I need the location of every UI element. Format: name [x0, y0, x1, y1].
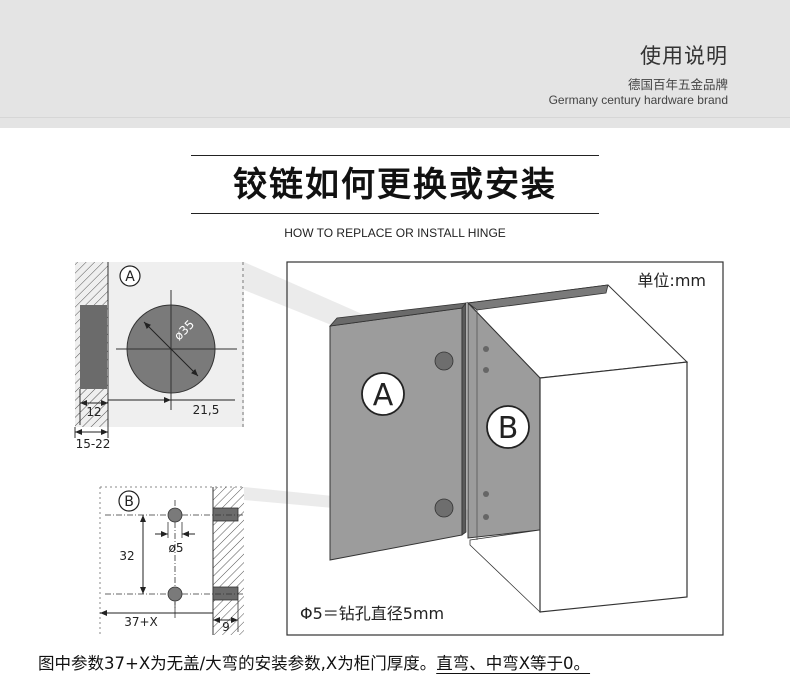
cabinet-top-edge: [466, 284, 609, 311]
mount-hole-4: [483, 514, 489, 520]
page-title: 铰链如何更换或安装: [233, 165, 557, 205]
door-panel: [329, 307, 463, 561]
detail-a-hinge-cup: [80, 305, 107, 389]
detail-b-panel: B 32 ø5 37+X 9: [99, 486, 244, 635]
dim-15-22-label: 15-22: [76, 437, 111, 451]
dim-32-label: 32: [119, 549, 134, 563]
header-brand-en: Germany century hardware brand: [548, 93, 728, 107]
dim-37x-label: 37+X: [124, 615, 158, 629]
hole-upper-circle: [167, 507, 183, 523]
unit-label: 单位:mm: [637, 271, 706, 290]
detail-a-marker: A: [125, 269, 135, 285]
detail-a-panel: ø35 A 21,5 12 15-22: [74, 262, 244, 451]
header-title: 使用说明: [640, 44, 728, 68]
title-top-rule: [191, 155, 599, 156]
cabinet-front: [539, 361, 688, 613]
dim-12-label: 12: [86, 405, 101, 419]
bottom-caption: 图中参数37+X为无盖/大弯的安装参数,X为柜门厚度。直弯、中弯X等于0。: [38, 650, 590, 674]
side-label: B: [498, 411, 519, 446]
door-label-circle: [361, 372, 405, 416]
cabinet-inner-bottom: [469, 529, 541, 613]
header-banner: 使用说明 德国百年五金品牌 Germany century hardware b…: [0, 0, 790, 128]
side-label-circle: [486, 405, 530, 449]
drill-note: Φ5＝钻孔直径5mm: [300, 604, 444, 623]
dim-21-5-label: 21,5: [193, 403, 220, 417]
mount-hole-1: [483, 346, 489, 352]
detail-b-marker: B: [124, 494, 134, 510]
door-cup-hole-upper: [434, 351, 454, 371]
door-side-edge: [461, 301, 467, 536]
cabinet-frame: [286, 261, 724, 636]
door-label: A: [373, 378, 394, 413]
header-brand-cn: 德国百年五金品牌: [627, 77, 728, 92]
header-divider: [0, 117, 790, 118]
title-bottom-rule: [191, 213, 599, 214]
cabinet-illustration: A B: [328, 284, 689, 613]
detail-b-marker-circle: [118, 490, 140, 512]
diameter-arrow: [143, 321, 199, 377]
detail-a-marker-circle: [119, 265, 141, 287]
hole-lower-circle: [167, 586, 183, 602]
caption-underlined-text: 直弯、中弯X等于0。: [436, 654, 591, 673]
mount-hole-2: [483, 367, 489, 373]
screw-hole-upper: [212, 507, 239, 522]
page-subtitle: HOW TO REPLACE OR INSTALL HINGE: [284, 226, 506, 240]
dim-5-label: ø5: [169, 541, 184, 555]
mount-hole-3: [483, 491, 489, 497]
caption-main-text: 图中参数37+X为无盖/大弯的安装参数,X为柜门厚度。: [38, 654, 437, 673]
dim-9-label: 9: [222, 620, 230, 634]
screw-hole-lower: [212, 586, 239, 601]
door-cup-hole-lower: [434, 498, 454, 518]
